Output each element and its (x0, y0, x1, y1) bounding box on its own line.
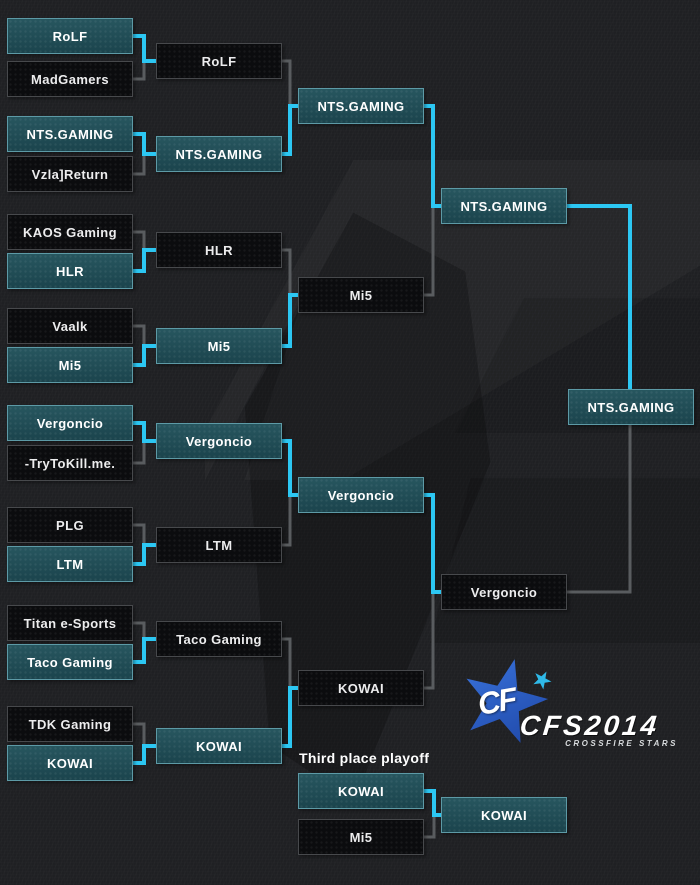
sf-box-1: NTS.GAMING (298, 88, 424, 124)
sf-box-4: KOWAI (298, 670, 424, 706)
r16-box-4: Vzla]Return (7, 156, 133, 192)
connector-winner (282, 293, 298, 348)
connector-loser (282, 59, 292, 106)
connector-loser (133, 441, 146, 465)
connector-loser (567, 425, 632, 594)
tp-box-2: Mi5 (298, 819, 424, 855)
connector-winner (282, 439, 298, 497)
connector-loser (133, 230, 146, 250)
r16-box-7: Vaalk (7, 308, 133, 344)
r16-box-12: LTM (7, 546, 133, 582)
qf-box-2: NTS.GAMING (156, 136, 282, 172)
cfs2014-logo: CF CFS2014 CROSSFIRE STARS (440, 648, 700, 763)
cfs-subtitle: CROSSFIRE STARS (565, 739, 678, 748)
connector-winner (133, 248, 156, 273)
connector-winner (133, 637, 156, 664)
tp-winner-box: KOWAI (441, 797, 567, 833)
r16-box-14: Taco Gaming (7, 644, 133, 680)
connector-winner (424, 493, 442, 594)
r16-box-11: PLG (7, 507, 133, 543)
connector-loser (424, 206, 435, 297)
qf-box-4: Mi5 (156, 328, 282, 364)
champion-box: NTS.GAMING (568, 389, 694, 425)
r16-box-6: HLR (7, 253, 133, 289)
qf-box-3: HLR (156, 232, 282, 268)
small-star-icon (533, 671, 552, 690)
connector-winner (282, 686, 298, 748)
sf-box-3: Vergoncio (298, 477, 424, 513)
connector-winner (567, 204, 632, 389)
r16-box-5: KAOS Gaming (7, 214, 133, 250)
connector-loser (133, 523, 146, 545)
r16-box-1: RoLF (7, 18, 133, 54)
tp-box-1: KOWAI (298, 773, 424, 809)
connector-winner (282, 104, 298, 156)
crossfire-star-icon (466, 659, 549, 743)
r16-box-2: MadGamers (7, 61, 133, 97)
r16-box-3: NTS.GAMING (7, 116, 133, 152)
connector-loser (133, 154, 146, 176)
connector-loser (282, 637, 292, 688)
connector-loser (424, 815, 436, 839)
connector-winner (133, 421, 156, 443)
qf-box-7: Taco Gaming (156, 621, 282, 657)
connector-winner (424, 104, 442, 208)
cfs-title: CFS2014 (518, 710, 661, 741)
connector-winner (133, 744, 156, 765)
qf-box-1: RoLF (156, 43, 282, 79)
r16-box-15: TDK Gaming (7, 706, 133, 742)
qf-box-5: Vergoncio (156, 423, 282, 459)
r16-box-9: Vergoncio (7, 405, 133, 441)
connector-loser (424, 592, 435, 690)
connector-winner (133, 543, 156, 566)
third-place-title: Third place playoff (299, 750, 430, 766)
connector-loser (282, 248, 292, 295)
connector-loser (133, 722, 146, 746)
connector-winner (133, 34, 156, 63)
connector-loser (133, 324, 146, 346)
cf-monogram: CF (475, 681, 518, 722)
connector-loser (133, 61, 146, 81)
qf-box-8: KOWAI (156, 728, 282, 764)
sf-box-2: Mi5 (298, 277, 424, 313)
final-box-2: Vergoncio (441, 574, 567, 610)
r16-box-10: -TryToKill.me. (7, 445, 133, 481)
connector-winner (133, 344, 156, 367)
final-box-1: NTS.GAMING (441, 188, 567, 224)
qf-box-6: LTM (156, 527, 282, 563)
r16-box-16: KOWAI (7, 745, 133, 781)
connector-loser (133, 621, 146, 639)
connector-winner (424, 789, 441, 817)
r16-box-13: Titan e-Sports (7, 605, 133, 641)
r16-box-8: Mi5 (7, 347, 133, 383)
connector-loser (282, 495, 292, 547)
connector-winner (133, 132, 156, 156)
